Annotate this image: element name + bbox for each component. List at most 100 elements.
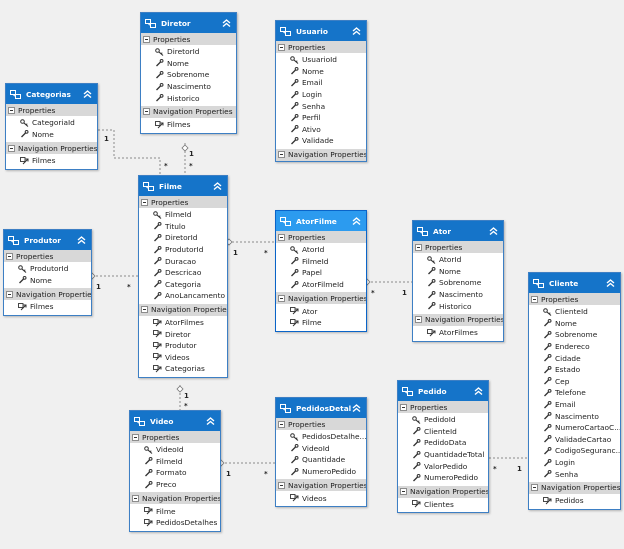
properties-section-header[interactable]: Properties [398,401,488,413]
navigation-row[interactable]: Clientes [398,499,488,511]
property-row[interactable]: Validade [276,135,366,147]
property-row[interactable]: Endereco [529,341,620,353]
navigation-row[interactable]: Filmes [6,155,97,167]
property-row[interactable]: Sobrenome [529,329,620,341]
collapse-chevron-icon[interactable] [76,235,87,245]
entity-header[interactable]: Pedido [398,381,488,401]
navigation-section-header[interactable]: Navigation Properties [529,481,620,494]
property-row[interactable]: Email [276,77,366,89]
navigation-section-header[interactable]: Navigation Properties [413,313,503,326]
collapse-toggle-icon[interactable] [400,488,407,496]
collapse-toggle-icon[interactable] [278,294,285,302]
navigation-row[interactable]: Filmes [4,301,91,313]
property-row[interactable]: Cidade [529,352,620,364]
property-row[interactable]: Nome [6,129,97,141]
navigation-section-header[interactable]: Navigation Properties [276,292,366,305]
collapse-toggle-icon[interactable] [6,252,13,260]
navigation-section-header[interactable]: Navigation Properties [276,148,366,161]
collapse-toggle-icon[interactable] [278,151,285,159]
property-row[interactable]: AtorId [413,254,503,266]
properties-section-header[interactable]: Properties [413,241,503,253]
property-row[interactable]: Nascimento [413,289,503,301]
property-row[interactable]: Nome [276,66,366,78]
collapse-chevron-icon[interactable] [351,216,362,226]
property-row[interactable]: VideoId [276,443,366,455]
property-row[interactable]: Nome [141,58,236,70]
property-row[interactable]: Cep [529,376,620,388]
collapse-toggle-icon[interactable] [8,106,15,114]
collapse-chevron-icon[interactable] [351,403,362,413]
property-row[interactable]: AtorFilmeId [276,279,366,291]
property-row[interactable]: FilmeId [139,209,227,221]
property-row[interactable]: CodigoSeguranc... [529,445,620,457]
navigation-row[interactable]: PedidosDetalhes [130,517,220,529]
navigation-row[interactable]: Ator [276,305,366,317]
navigation-row[interactable]: Diretor [139,328,227,340]
property-row[interactable]: Ativo [276,124,366,136]
property-row[interactable]: Senha [529,468,620,480]
navigation-section-header[interactable]: Navigation Properties [398,485,488,498]
property-row[interactable]: NumeroPedido [276,466,366,478]
entity-header[interactable]: Filme [139,176,227,196]
navigation-row[interactable]: Filme [276,317,366,329]
properties-section-header[interactable]: Properties [276,418,366,430]
property-row[interactable]: Perfil [276,112,366,124]
property-row[interactable]: Nome [529,318,620,330]
collapse-toggle-icon[interactable] [6,290,13,298]
property-row[interactable]: Duracao [139,255,227,267]
entity-header[interactable]: Ator [413,221,503,241]
assoc-categorias-filme[interactable] [98,129,161,175]
property-row[interactable]: NumeroPedido [398,472,488,484]
entity-header[interactable]: Usuario [276,21,366,41]
properties-section-header[interactable]: Properties [139,196,227,208]
property-row[interactable]: Telefone [529,387,620,399]
property-row[interactable]: QuantidadeTotal [398,449,488,461]
property-row[interactable]: FilmeId [130,456,220,468]
entity-header[interactable]: Video [130,411,220,431]
collapse-toggle-icon[interactable] [143,108,150,116]
property-row[interactable]: AnoLancamento [139,290,227,302]
property-row[interactable]: UsuarioId [276,54,366,66]
property-row[interactable]: ValidadeCartao [529,434,620,446]
collapse-toggle-icon[interactable] [278,481,285,489]
navigation-row[interactable]: Categorias [139,363,227,375]
property-row[interactable]: PedidosDetalhe... [276,431,366,443]
property-row[interactable]: DiretorId [139,232,227,244]
collapse-chevron-icon[interactable] [488,226,499,236]
property-row[interactable]: Titulo [139,221,227,233]
navigation-row[interactable]: Filme [130,505,220,517]
property-row[interactable]: Login [276,89,366,101]
property-row[interactable]: FilmeId [276,256,366,268]
collapse-toggle-icon[interactable] [531,484,538,492]
property-row[interactable]: AtorId [276,244,366,256]
properties-section-header[interactable]: Properties [130,431,220,443]
navigation-section-header[interactable]: Navigation Properties [276,479,366,492]
entity-header[interactable]: Diretor [141,13,236,33]
collapse-toggle-icon[interactable] [415,316,422,324]
collapse-toggle-icon[interactable] [278,233,285,241]
collapse-chevron-icon[interactable] [473,386,484,396]
navigation-row[interactable]: Produtor [139,340,227,352]
collapse-chevron-icon[interactable] [82,89,93,99]
property-row[interactable]: ProdutorId [139,244,227,256]
navigation-row[interactable]: Filmes [141,119,236,131]
collapse-toggle-icon[interactable] [415,243,422,251]
collapse-chevron-icon[interactable] [221,18,232,28]
collapse-chevron-icon[interactable] [605,278,616,288]
property-row[interactable]: ClienteId [398,426,488,438]
navigation-row[interactable]: AtorFilmes [413,327,503,339]
property-row[interactable]: Login [529,457,620,469]
navigation-row[interactable]: Videos [276,492,366,504]
collapse-toggle-icon[interactable] [8,144,15,152]
navigation-row[interactable]: Videos [139,352,227,364]
property-row[interactable]: Quantidade [276,454,366,466]
collapse-toggle-icon[interactable] [278,420,285,428]
collapse-toggle-icon[interactable] [400,403,407,411]
property-row[interactable]: ValorPedido [398,460,488,472]
property-row[interactable]: Estado [529,364,620,376]
